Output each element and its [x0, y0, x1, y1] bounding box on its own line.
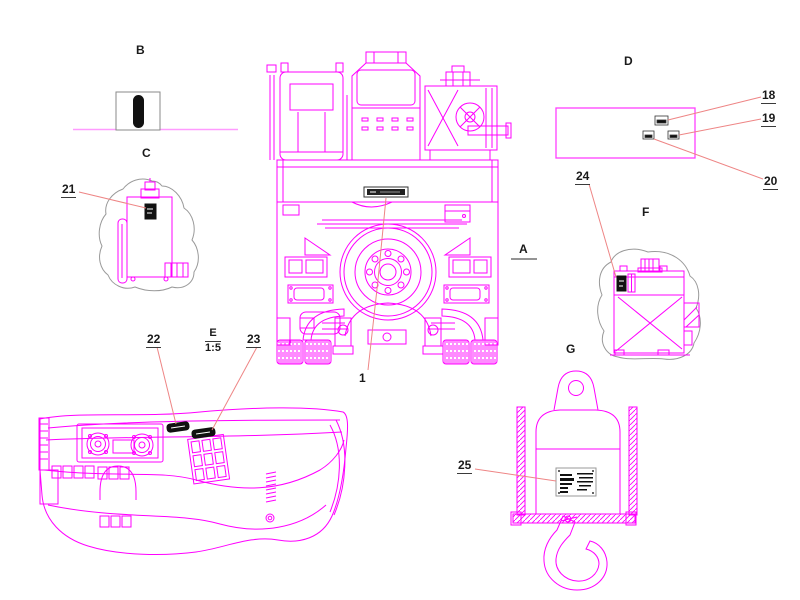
decal-b-black-strip	[133, 95, 144, 128]
leader-1	[367, 197, 387, 371]
view-label-e: E	[209, 327, 217, 339]
switch-row-left	[51, 465, 132, 528]
crane-center-tower	[346, 51, 421, 160]
callout-1: 1	[359, 371, 366, 385]
crane-winch-assembly	[424, 65, 512, 160]
figure-f-tank	[597, 248, 701, 360]
figure-a-crane-rear-view	[266, 51, 512, 365]
callout-21: 21	[61, 182, 77, 198]
callout-20: 20	[763, 174, 779, 190]
view-label-g: G	[566, 342, 576, 356]
callout-25: 25	[457, 458, 473, 474]
hook-shape	[543, 515, 608, 591]
callout-19: 19	[761, 111, 777, 127]
leader-19	[678, 118, 762, 136]
figure-d-boom-panel	[555, 107, 696, 159]
decal-c-target	[144, 203, 157, 220]
callout-18: 18	[761, 88, 777, 104]
figure-c-tank	[98, 178, 199, 292]
leader-20	[653, 138, 764, 180]
view-label-c: C	[142, 146, 151, 160]
callout-24: 24	[575, 169, 591, 185]
decal-24-target	[616, 275, 627, 292]
view-label-b: B	[136, 43, 145, 57]
crane-spare-wheel	[339, 223, 437, 321]
view-e-scale: 1:5	[205, 342, 221, 354]
view-label-a: A	[519, 242, 528, 256]
crane-tires	[276, 339, 498, 365]
leader-lines	[78, 96, 764, 482]
scale-fraction-bar	[205, 341, 221, 342]
leader-22	[156, 346, 177, 425]
wheel-arch-cutout	[99, 465, 137, 500]
leader-24	[588, 183, 617, 278]
decal-22-target	[166, 421, 190, 433]
leader-25	[474, 468, 557, 482]
crane-left-cab	[279, 62, 344, 161]
leader-18	[667, 96, 762, 121]
decal-23-target	[191, 427, 216, 439]
view-label-e-with-scale: E 1:5	[202, 328, 224, 354]
callout-22: 22	[146, 332, 162, 348]
view-label-d: D	[624, 54, 633, 68]
crane-right-boxes	[443, 237, 492, 304]
figure-e-dashboard	[38, 407, 349, 555]
leader-21	[78, 191, 147, 209]
view-label-f: F	[642, 205, 650, 219]
decal-25-plate	[555, 467, 597, 497]
leader-23	[211, 346, 258, 431]
figure-g-hook-block	[510, 370, 638, 591]
decal-1-nameplate	[363, 186, 409, 198]
crane-deck	[276, 159, 499, 208]
crane-left-boxes	[284, 237, 341, 335]
figure-b-decal-panel	[73, 91, 238, 131]
callout-23: 23	[246, 332, 262, 348]
instrument-cluster	[76, 423, 164, 463]
switch-grid	[187, 433, 231, 485]
